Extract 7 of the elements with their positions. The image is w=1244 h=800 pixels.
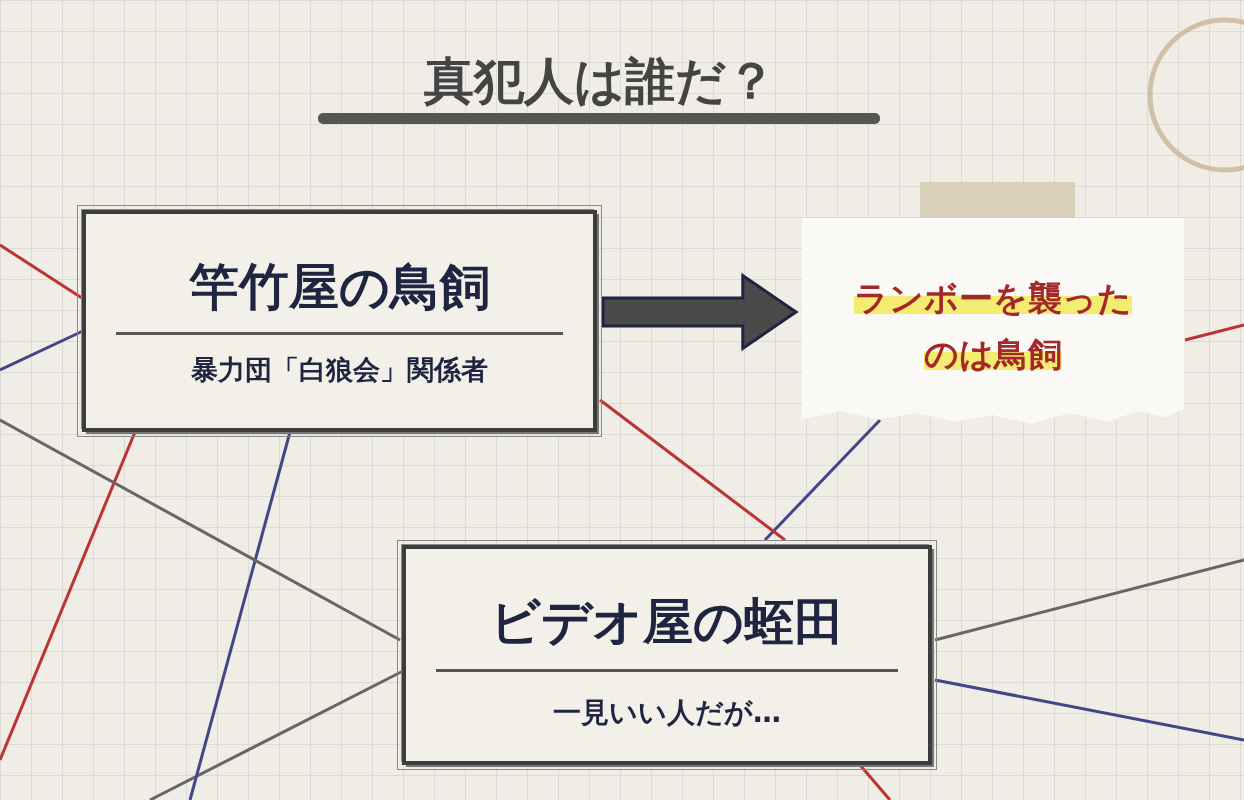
suspect-note: 暴力団「白狼会」関係者 bbox=[190, 353, 489, 387]
suspect-name: 竿竹屋の鳥飼 bbox=[188, 257, 491, 318]
suspect-note: 一見いい人だが… bbox=[552, 695, 782, 731]
suspect-name: ビデオ屋の蛭田 bbox=[489, 592, 845, 653]
title: 真犯人は誰だ？ bbox=[423, 51, 777, 112]
tape bbox=[920, 182, 1075, 218]
arrow bbox=[601, 272, 799, 352]
